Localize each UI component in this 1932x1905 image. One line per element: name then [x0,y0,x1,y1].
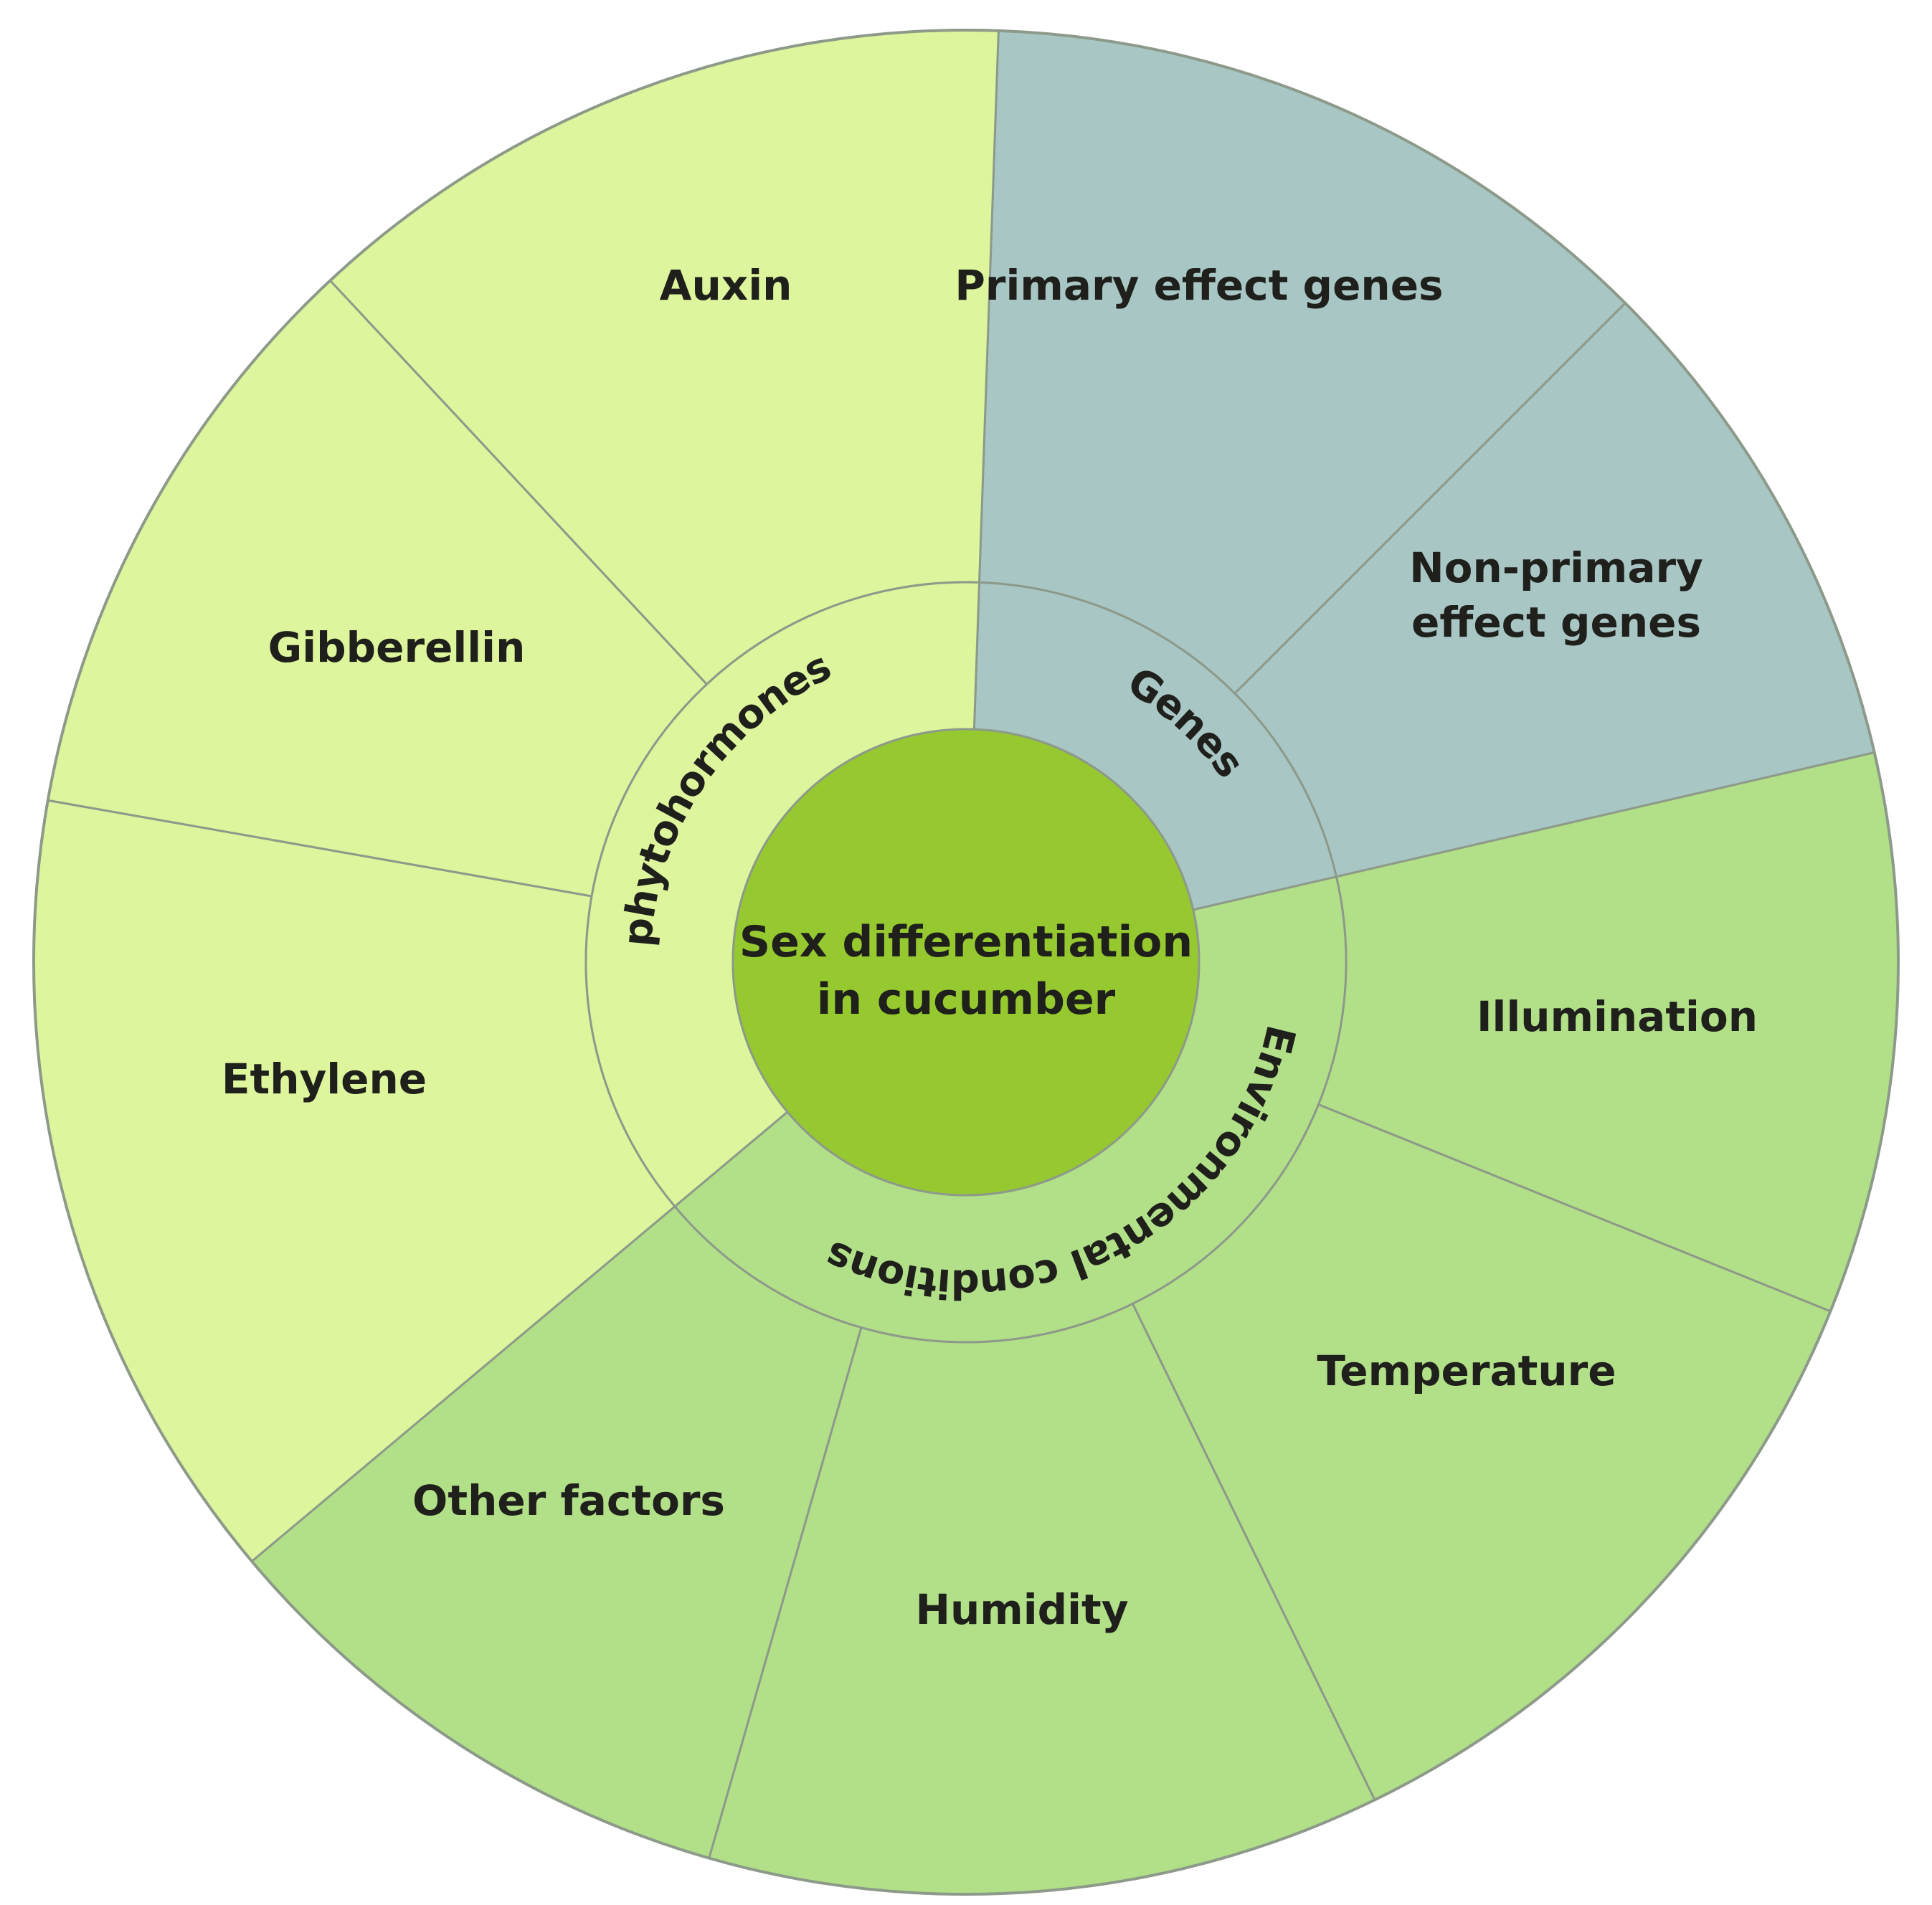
label-other-factors-line: Other factors [412,1476,725,1525]
center-hub: Sex differentiation in cucumber [731,728,1201,1197]
label-auxin: Auxin [660,261,792,310]
label-gibberellin-line: Gibberellin [268,623,526,672]
label-non-primary-effect-genes-line: effect genes [1411,598,1701,647]
label-primary-effect-genes-line: Primary effect genes [955,261,1443,310]
center-title-line-2: in cucumber [817,974,1116,1025]
label-ethylene-line: Ethylene [222,1055,427,1103]
label-ethylene: Ethylene [222,1055,427,1103]
label-primary-effect-genes: Primary effect genes [955,261,1443,310]
label-other-factors: Other factors [412,1476,725,1525]
label-gibberellin: Gibberellin [268,623,526,672]
label-illumination-line: Illumination [1477,992,1758,1041]
label-auxin-line: Auxin [660,261,792,310]
center-circle [731,728,1201,1197]
label-illumination: Illumination [1477,992,1758,1041]
label-temperature: Temperature [1317,1346,1616,1395]
outer-border [32,29,1900,1896]
label-humidity: Humidity [915,1585,1128,1634]
inner-ring [584,581,1348,1344]
outer-ring [32,29,1900,1896]
label-humidity-line: Humidity [915,1585,1128,1634]
label-non-primary-effect-genes: Non-primary effect genes [1409,543,1703,647]
label-non-primary-effect-genes-line: Non-primary [1409,543,1703,592]
center-title-line-1: Sex differentiation [739,917,1193,967]
label-temperature-line: Temperature [1317,1346,1616,1395]
